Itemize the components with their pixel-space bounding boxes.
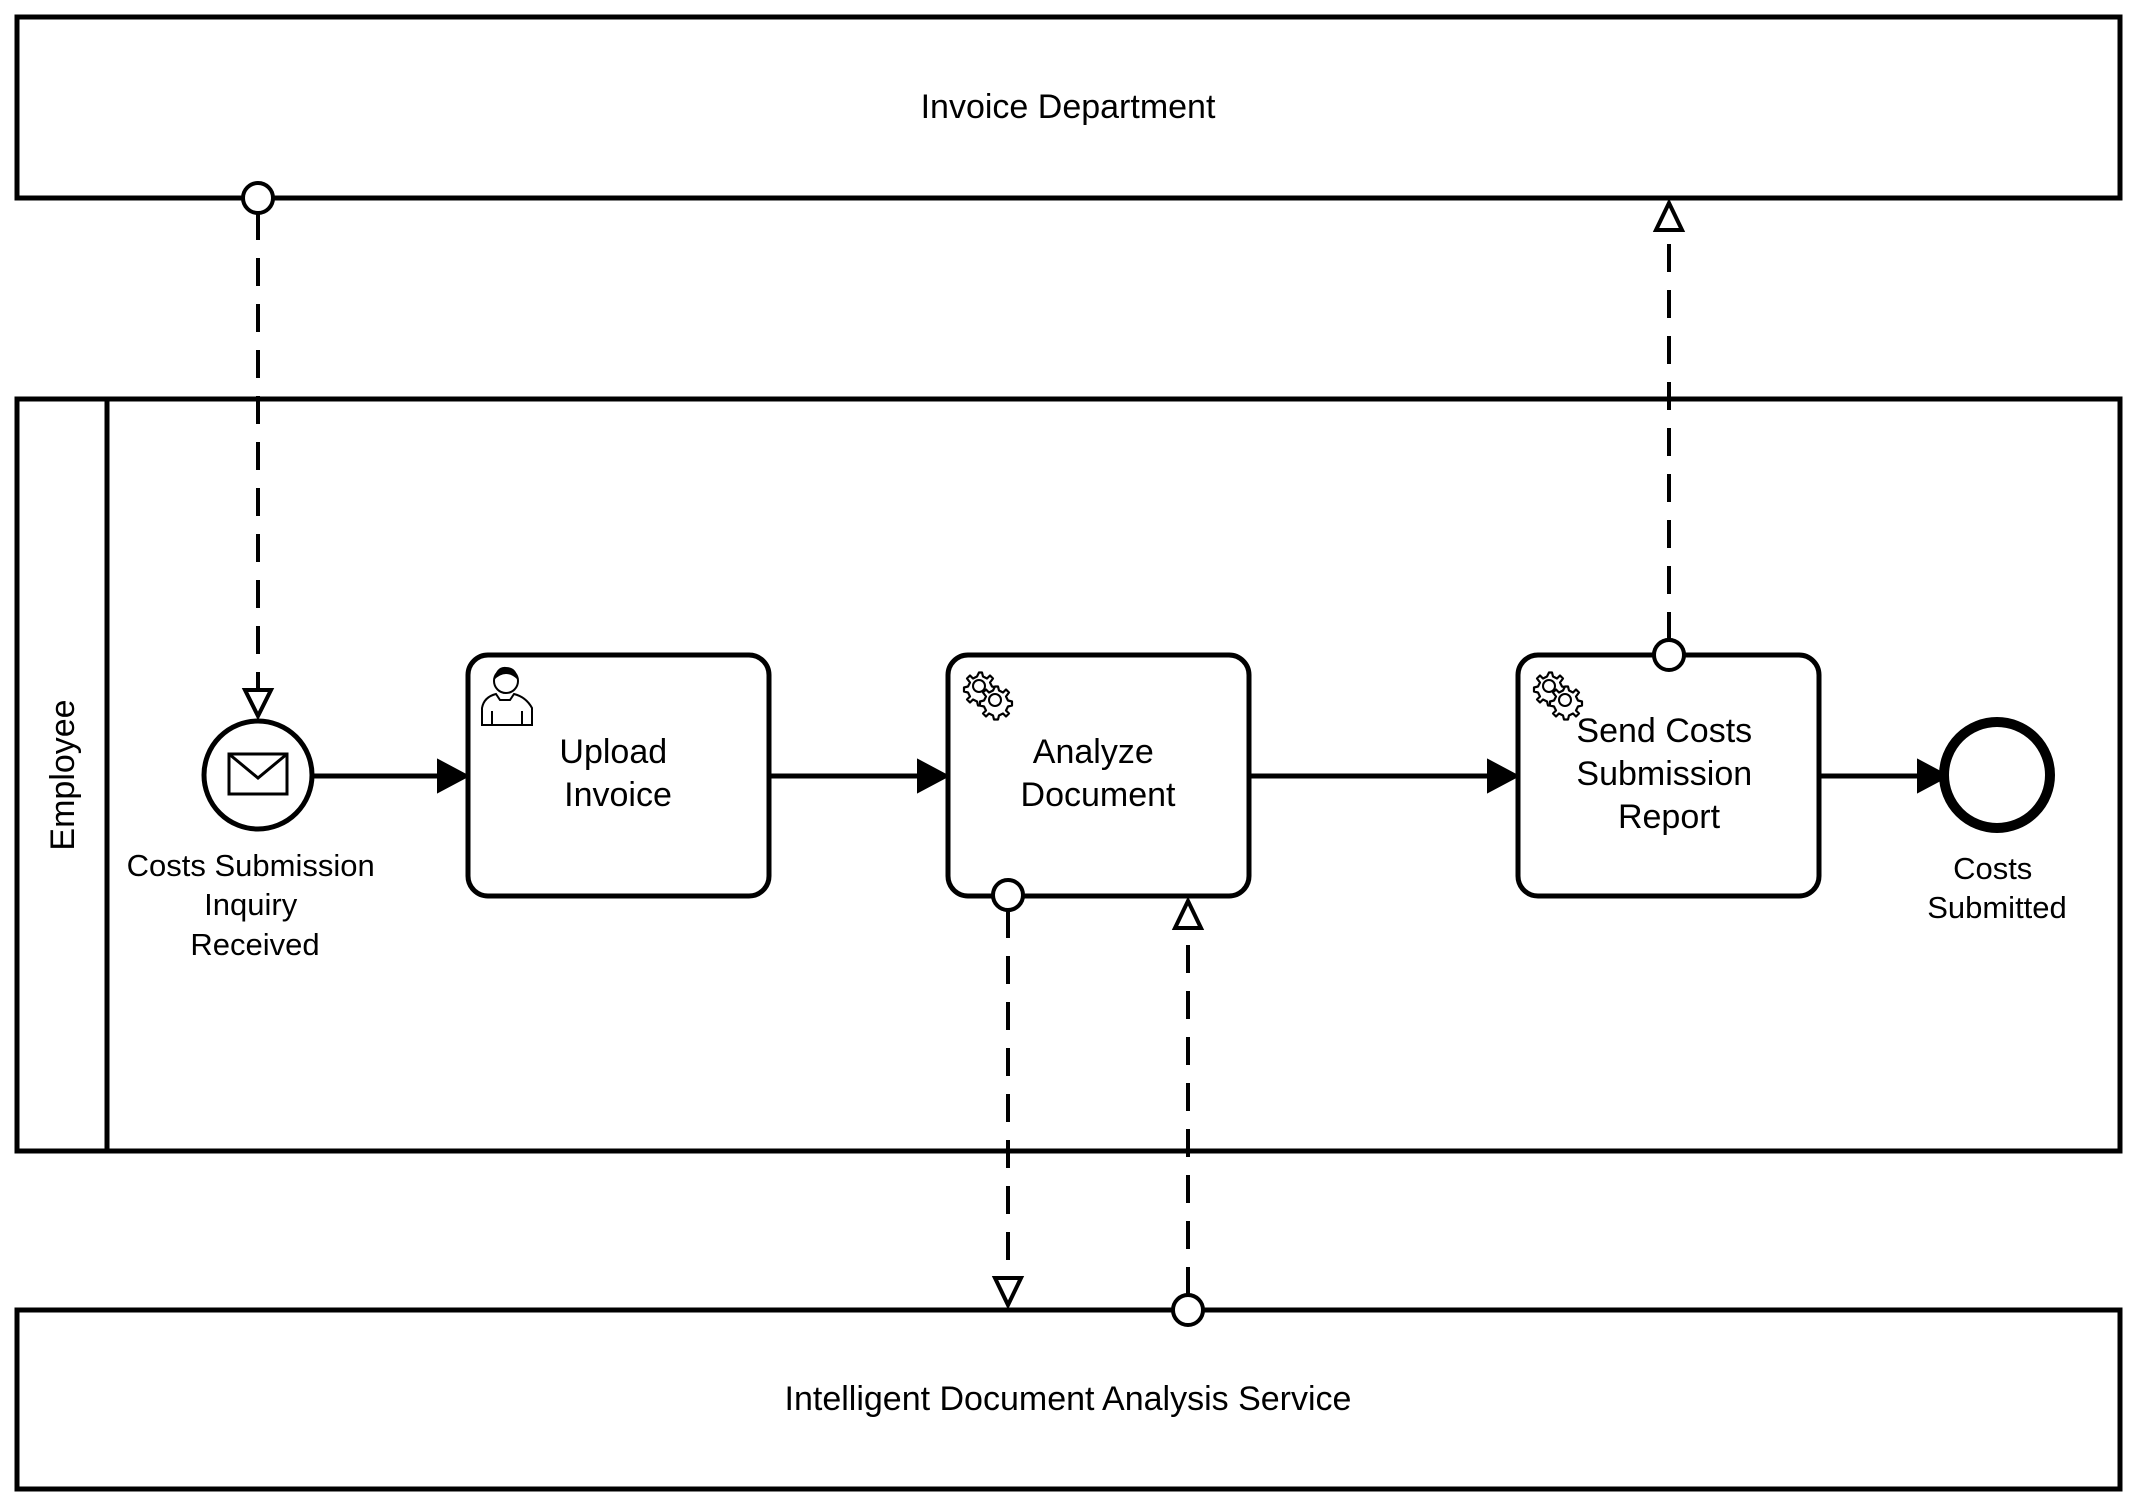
message-flow-origin [1171,1293,1205,1327]
message-flow-arrowhead [241,688,275,721]
message-flow-arrowhead [1652,198,1686,232]
sequence-flows [313,758,1951,794]
task-upload-invoice-label: Upload Invoice [559,733,676,814]
gears-icon [1532,671,1584,721]
start-event-label: Costs Submission Inquiry Received [127,848,384,962]
user-icon [481,666,533,726]
envelope-icon [227,752,289,796]
pool-invoice-department[interactable]: Invoice Department [14,14,2123,201]
task-send-costs-label: Send Costs Submission Report [1576,712,1761,836]
pool-ida-service[interactable]: Intelligent Document Analysis Service [14,1307,2123,1492]
arrowhead [437,758,471,794]
message-flow-arrowhead [1171,896,1205,930]
pool-invoice-department-label: Invoice Department [921,88,1216,126]
start-event-costs-submission-inquiry-received[interactable]: Costs Submission Inquiry Received [127,718,384,962]
message-flow-arrowhead [991,1276,1025,1310]
end-event-label: Costs Submitted [1927,851,2067,925]
pool-ida-service-label: Intelligent Document Analysis Service [785,1380,1352,1418]
message-flow-markers [991,638,1686,912]
gears-icon [962,671,1014,721]
end-event-costs-submitted[interactable]: Costs Submitted [1927,717,2067,925]
task-send-costs-submission-report[interactable]: Send Costs Submission Report [1515,652,1822,899]
arrowhead [1917,758,1951,794]
pool-employee-label: Employee [44,699,82,850]
task-analyze-document[interactable]: Analyze Document [945,652,1252,899]
message-flow-origin [241,181,275,215]
task-analyze-document-label: Analyze Document [1021,733,1177,814]
arrowhead [1487,758,1521,794]
arrowhead [917,758,951,794]
task-upload-invoice[interactable]: Upload Invoice [465,652,772,899]
